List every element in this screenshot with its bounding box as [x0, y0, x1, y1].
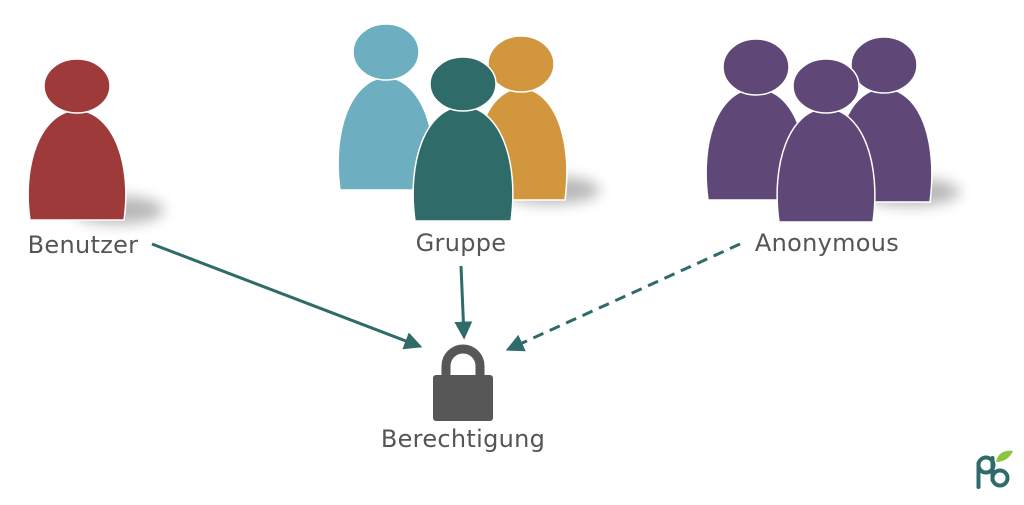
anonymous-member-right-head — [850, 36, 918, 94]
arrow-gruppe-to-berechtigung — [454, 265, 473, 340]
gruppe-member-blue-head — [352, 23, 420, 81]
arrow-benutzer-to-berechtigung — [151, 242, 423, 350]
anonymous-member-front-head — [792, 58, 860, 114]
gruppe-figure-icon — [337, 23, 600, 222]
brand-logo-icon — [976, 450, 1013, 489]
gruppe-label: Gruppe — [415, 229, 507, 257]
benutzer-figure-icon — [27, 58, 164, 224]
berechtigung-label: Berechtigung — [380, 425, 546, 453]
arrow-anonymous-to-berechtigung — [505, 242, 741, 352]
anonymous-member-left-head — [722, 38, 790, 96]
gruppe-member-orange-head — [487, 35, 555, 93]
lock-body — [433, 375, 493, 421]
benutzer-head — [43, 58, 111, 114]
benutzer-body — [27, 109, 127, 221]
anonymous-figure-icon — [705, 36, 960, 223]
lock-shackle — [441, 344, 485, 377]
anonymous-label: Anonymous — [754, 229, 900, 257]
benutzer-label: Benutzer — [27, 231, 139, 259]
gruppe-member-teal-head — [429, 56, 497, 112]
lock-icon — [433, 344, 493, 421]
